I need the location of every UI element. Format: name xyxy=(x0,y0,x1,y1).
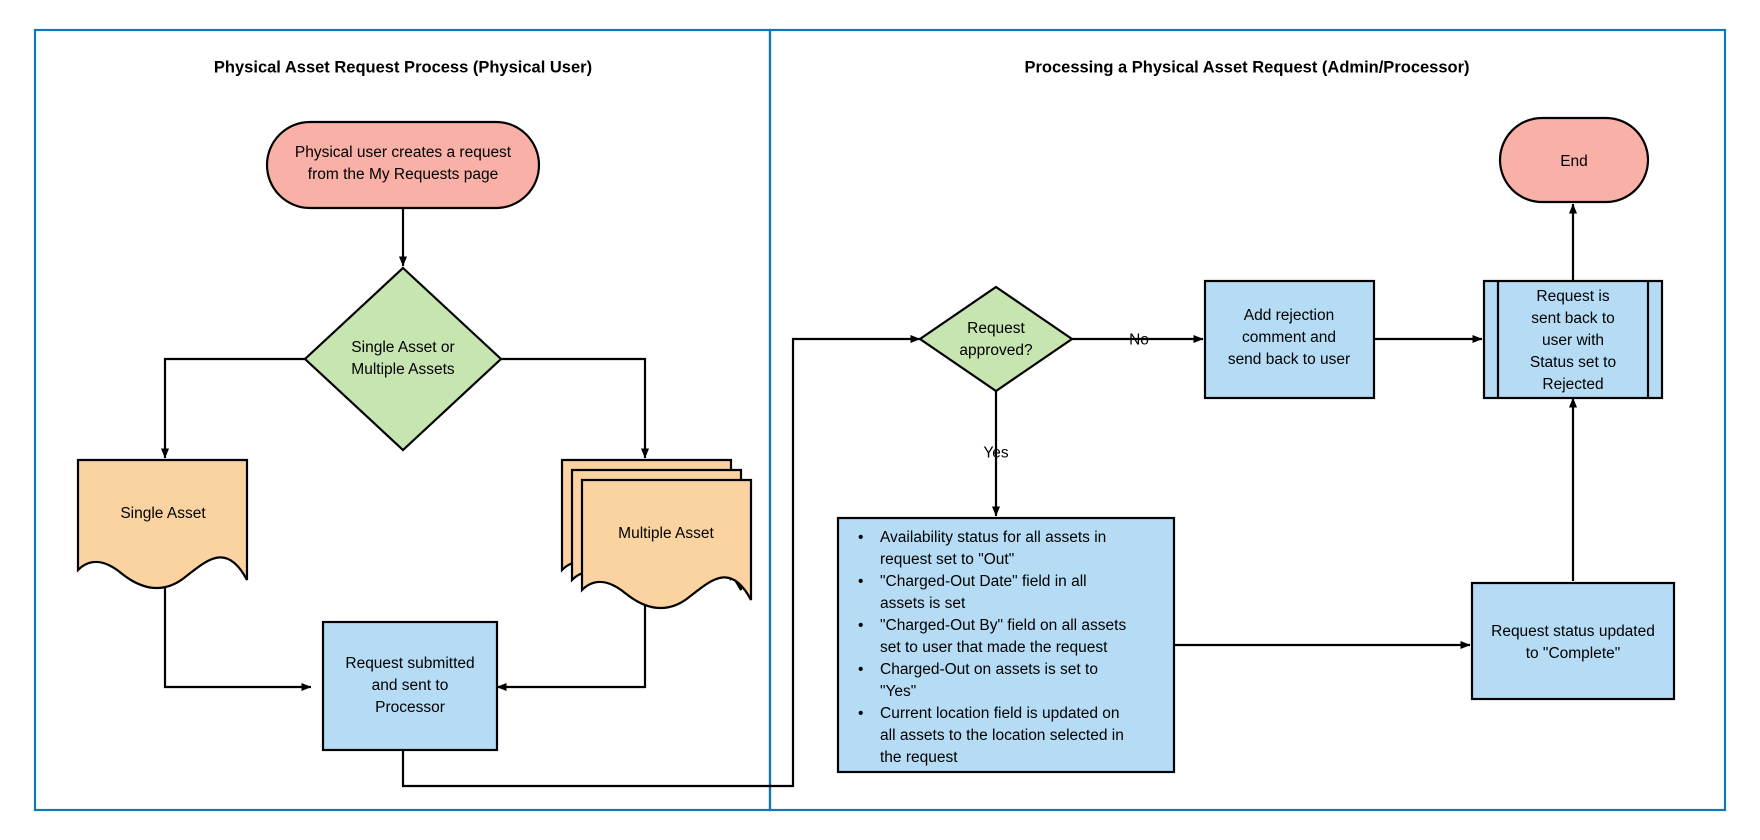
edge-decision-to-multiple xyxy=(501,357,649,459)
node-status-complete-line-2: to "Complete" xyxy=(1526,645,1621,662)
node-sent-back-rejected-line-4: Status set to xyxy=(1530,354,1616,371)
bullet-1-line-1: Availability status for all assets in xyxy=(880,529,1106,546)
bullet-marker-1: • xyxy=(858,529,863,546)
edge-submitted-to-approved xyxy=(401,335,921,788)
node-end-label: End xyxy=(1560,153,1588,170)
panel-right-frame xyxy=(768,28,1727,812)
edge-label-yes: Yes xyxy=(983,444,1009,461)
node-start-line-1: Physical user creates a request xyxy=(295,144,512,161)
bullet-marker-4: • xyxy=(858,661,863,678)
panel-left-title: Physical Asset Request Process (Physical… xyxy=(214,58,592,76)
node-request-submitted[interactable]: Request submitted and sent to Processor xyxy=(321,620,499,752)
node-multiple-asset-label: Multiple Asset xyxy=(618,525,714,542)
node-start-shape xyxy=(265,120,541,210)
bullet-1-line-2: request set to "Out" xyxy=(880,551,1014,568)
node-sent-back-rejected-line-3: user with xyxy=(1542,332,1604,349)
bullet-2-line-1: "Charged-Out Date" field in all xyxy=(880,573,1087,590)
edge-single-to-submitted xyxy=(163,560,312,691)
node-start-line-2: from the My Requests page xyxy=(308,166,498,183)
node-sent-back-rejected-line-2: sent back to xyxy=(1531,310,1615,327)
node-start[interactable]: Physical user creates a request from the… xyxy=(265,120,541,210)
edge-decision-to-single xyxy=(161,357,305,459)
node-request-approved-line-2: approved? xyxy=(959,342,1033,359)
bullet-3-line-2: set to user that made the request xyxy=(880,639,1108,656)
bullet-5-line-3: the request xyxy=(880,749,958,766)
node-status-complete-line-1: Request status updated xyxy=(1491,623,1655,640)
node-request-approved[interactable]: Request approved? xyxy=(918,285,1074,393)
bullet-marker-5: • xyxy=(858,705,863,722)
bullet-2-line-2: assets is set xyxy=(880,595,966,612)
node-decision-single-multiple-line-1: Single Asset or xyxy=(351,339,454,356)
bullet-4-line-1: Charged-Out on assets is set to xyxy=(880,661,1098,678)
edge-multiple-to-submitted xyxy=(496,566,647,691)
node-sent-back-rejected-line-5: Rejected xyxy=(1542,376,1603,393)
node-sent-back-rejected[interactable]: Request is sent back to user with Status… xyxy=(1482,279,1664,400)
node-add-rejection-comment-shape xyxy=(1203,279,1376,400)
node-status-complete[interactable]: Request status updated to "Complete" xyxy=(1470,581,1676,701)
node-request-submitted-line-3: Processor xyxy=(375,699,445,716)
node-multiple-asset[interactable]: Multiple Asset xyxy=(560,458,753,610)
node-approved-actions-shape xyxy=(836,516,1176,774)
bullet-4-line-2: "Yes" xyxy=(880,683,916,700)
node-request-submitted-line-2: and sent to xyxy=(372,677,449,694)
edge-label-no: No xyxy=(1129,331,1149,348)
bullet-marker-3: • xyxy=(858,617,863,634)
node-decision-single-multiple-shape xyxy=(303,266,503,452)
node-add-rejection-comment[interactable]: Add rejection comment and send back to u… xyxy=(1203,279,1376,400)
node-single-asset-label: Single Asset xyxy=(120,505,206,522)
node-request-submitted-line-1: Request submitted xyxy=(345,655,474,672)
node-multiple-asset-shape xyxy=(580,478,753,610)
node-end-shape xyxy=(1498,116,1650,204)
node-request-approved-shape xyxy=(918,285,1074,393)
node-add-rejection-comment-line-2: comment and xyxy=(1242,329,1336,346)
node-request-submitted-shape xyxy=(321,620,499,752)
node-add-rejection-comment-line-3: send back to user xyxy=(1228,351,1350,368)
bullet-3-line-1: "Charged-Out By" field on all assets xyxy=(880,617,1126,634)
panel-right-title: Processing a Physical Asset Request (Adm… xyxy=(1024,58,1469,76)
node-single-asset-shape xyxy=(76,458,249,590)
bullet-5-line-2: all assets to the location selected in xyxy=(880,727,1124,744)
bullet-5-line-1: Current location field is updated on xyxy=(880,705,1120,722)
node-sent-back-rejected-line-1: Request is xyxy=(1536,288,1609,305)
node-sent-back-rejected-shape xyxy=(1482,279,1664,400)
bullet-marker-2: • xyxy=(858,573,863,590)
node-request-approved-line-1: Request xyxy=(967,320,1025,337)
node-approved-actions[interactable]: • Availability status for all assets in … xyxy=(836,516,1176,774)
node-end[interactable]: End xyxy=(1498,116,1650,204)
node-decision-single-multiple-line-2: Multiple Assets xyxy=(351,361,455,378)
node-decision-single-multiple[interactable]: Single Asset or Multiple Assets xyxy=(303,266,503,452)
node-single-asset[interactable]: Single Asset xyxy=(76,458,249,590)
node-add-rejection-comment-line-1: Add rejection xyxy=(1244,307,1334,324)
node-status-complete-shape xyxy=(1470,581,1676,701)
